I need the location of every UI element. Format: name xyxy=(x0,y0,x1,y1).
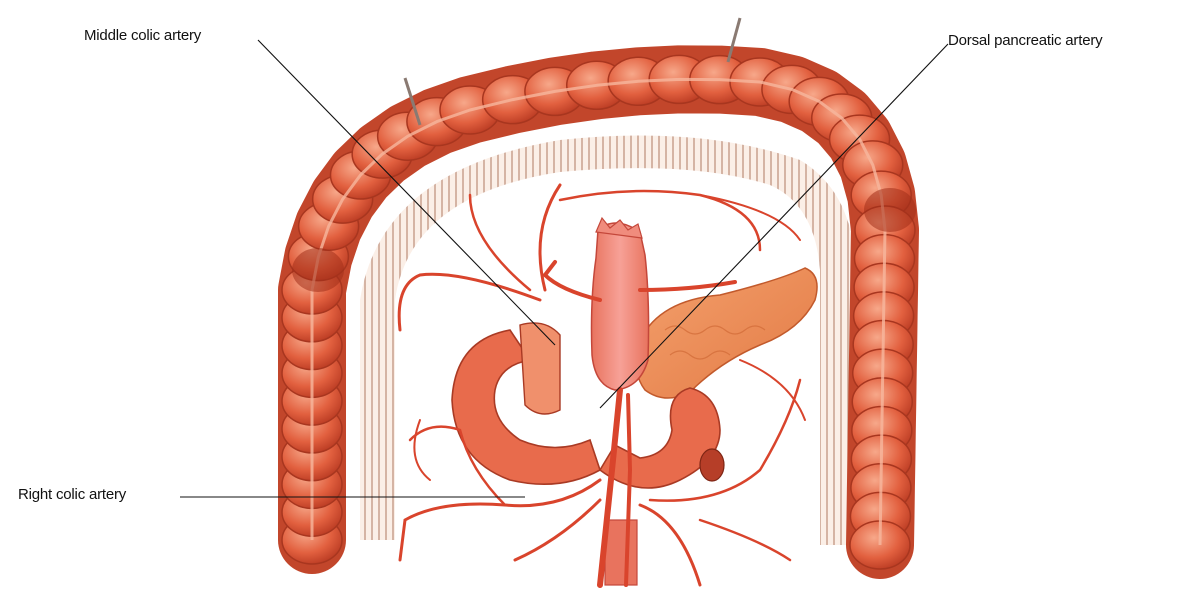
colon-flexure-shadow xyxy=(292,248,344,292)
label-right-colic-artery: Right colic artery xyxy=(18,486,126,503)
aorta-lower xyxy=(605,520,637,585)
duodenum-inner xyxy=(520,323,560,414)
pancreas xyxy=(636,268,817,398)
jejunum-opening xyxy=(700,449,724,481)
colon-flexure-shadow xyxy=(864,188,916,232)
label-middle-colic-artery: Middle colic artery xyxy=(84,27,201,44)
label-dorsal-pancreatic-artery: Dorsal pancreatic artery xyxy=(948,32,1102,49)
aorta xyxy=(592,223,649,390)
